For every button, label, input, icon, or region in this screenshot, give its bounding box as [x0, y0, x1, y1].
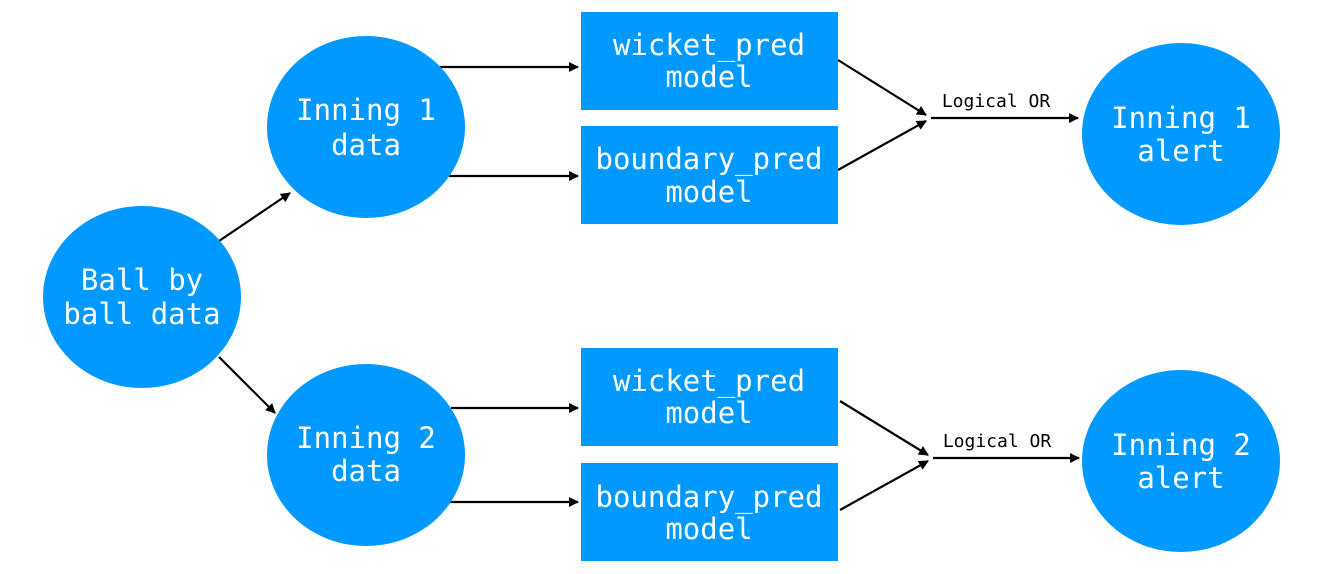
inning1-boundary-model-line-1: boundary_pred	[596, 142, 823, 177]
inning1-alert-circle	[1082, 43, 1280, 225]
inning2-boundary-model-line-2: model	[665, 512, 752, 546]
inning2-alert-node: Inning 2 alert	[1082, 370, 1280, 552]
inning1-data-circle	[267, 36, 465, 218]
inning2-wicket-model-box	[581, 348, 838, 446]
ball-data-line-2: ball data	[63, 297, 220, 331]
inning1-wicket-model-node: wicket_pred model	[581, 12, 838, 110]
inning1-data-line-2: data	[331, 128, 401, 162]
inning1-wicket-model-line-2: model	[665, 60, 752, 94]
inning2-wicket-model-node: wicket_pred model	[581, 348, 838, 446]
inning1-wicket-model-line-1: wicket_pred	[613, 28, 805, 63]
inning2-data-circle	[267, 364, 465, 546]
inning2-alert-line-2: alert	[1137, 461, 1224, 495]
inning2-wicket-model-line-1: wicket_pred	[613, 364, 805, 399]
ball-data-line-1: Ball by	[81, 263, 203, 297]
edge-boundary2-to-or	[839, 460, 929, 511]
inning2-boundary-model-line-1: boundary_pred	[596, 480, 823, 515]
inning1-boundary-model-node: boundary_pred model	[581, 126, 838, 224]
inning1-alert-line-1: Inning 1	[1111, 101, 1251, 135]
edge-wicket2-to-or	[839, 400, 929, 456]
inning2-boundary-model-node: boundary_pred model	[581, 463, 838, 561]
inning1-alert-node: Inning 1 alert	[1082, 43, 1280, 225]
ball-data-circle	[43, 206, 241, 388]
inning2-data-line-2: data	[331, 454, 401, 488]
inning1-data-node: Inning 1 data	[267, 36, 465, 218]
inning2-data-line-1: Inning 2	[296, 421, 436, 455]
inning1-wicket-model-box	[581, 12, 838, 110]
ball-data-node: Ball by ball data	[43, 206, 241, 388]
inning2-wicket-model-line-2: model	[665, 396, 752, 430]
edge-boundary1-to-or	[837, 120, 927, 171]
inning2-alert-circle	[1082, 370, 1280, 552]
inning2-data-node: Inning 2 data	[267, 364, 465, 546]
inning1-data-line-1: Inning 1	[296, 93, 436, 127]
inning2-boundary-model-box	[581, 463, 838, 561]
edges	[218, 59, 1080, 511]
logical-or-label-2: Logical OR	[943, 431, 1052, 452]
inning1-boundary-model-line-2: model	[665, 175, 752, 209]
inning1-alert-line-2: alert	[1137, 134, 1224, 168]
edge-ball-to-inning1	[218, 192, 291, 242]
inning2-alert-line-1: Inning 2	[1111, 428, 1251, 462]
logical-or-label-1: Logical OR	[942, 91, 1051, 112]
edge-ball-to-inning2	[218, 356, 276, 414]
inning1-boundary-model-box	[581, 126, 838, 224]
edge-wicket1-to-or	[837, 59, 927, 116]
